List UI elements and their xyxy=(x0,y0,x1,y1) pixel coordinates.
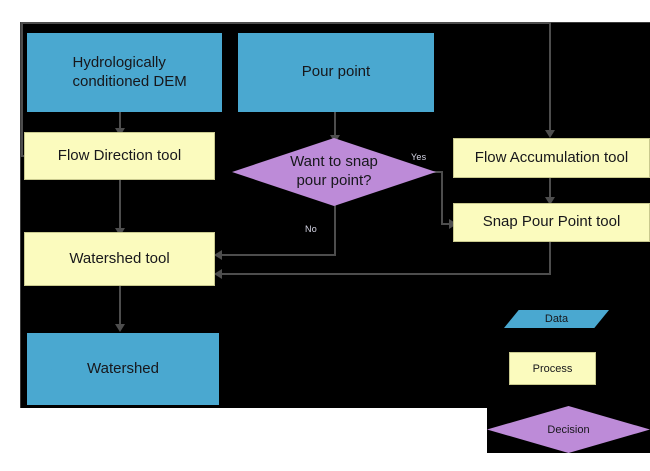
legend-label-decision: Decision xyxy=(547,423,590,436)
connector-dem-branch-vertical xyxy=(21,23,23,156)
legend-item-data: Data xyxy=(504,310,609,328)
legend-label-data: Data xyxy=(544,313,569,325)
connector-to-flow-accumulation-vertical xyxy=(549,22,551,132)
legend-label-process: Process xyxy=(532,362,573,375)
connector-snap-to-watershed-tool-vertical xyxy=(549,241,551,274)
node-flow-accumulation-tool[interactable]: Flow Accumulation tool xyxy=(453,138,650,178)
node-label: Want to snap pour point? xyxy=(290,153,378,189)
data-shape xyxy=(504,310,609,328)
node-watershed[interactable]: Watershed xyxy=(27,333,219,405)
connector-pour-point-to-decision xyxy=(334,112,336,139)
connector-yes-vertical xyxy=(441,171,443,224)
connector-dem-to-flow-direction xyxy=(119,112,121,132)
edge-label-no: No xyxy=(305,224,317,234)
connector-yes-into-snap xyxy=(441,223,451,225)
arrowhead-snap-into-watershed-tool xyxy=(214,269,222,279)
arrowhead-to-flow-accumulation xyxy=(545,130,555,138)
connector-flow-accumulation-to-snap xyxy=(549,177,551,201)
arrowhead-flow-accumulation-to-snap xyxy=(545,197,555,205)
arrowhead-no-into-watershed-tool xyxy=(214,250,222,260)
connector-snap-to-watershed-tool-horizontal xyxy=(222,273,551,275)
edge-label-yes: Yes xyxy=(411,152,427,162)
node-label: Snap Pour Point tool xyxy=(482,213,621,231)
node-label: Hydrologically conditioned DEM xyxy=(72,53,187,90)
legend-item-decision: Decision xyxy=(487,406,650,453)
connector-no-vertical xyxy=(334,205,336,255)
node-label: Watershed xyxy=(87,359,159,377)
connector-flow-direction-to-watershed-tool xyxy=(119,180,121,232)
node-label: Flow Direction tool xyxy=(57,146,182,164)
node-snap-pour-point-tool[interactable]: Snap Pour Point tool xyxy=(453,203,650,242)
connector-watershed-tool-to-watershed xyxy=(119,286,121,328)
legend-item-process: Process xyxy=(509,352,596,385)
node-want-to-snap-pour-point[interactable]: Want to snap pour point? xyxy=(232,138,436,206)
node-hydrologically-conditioned-dem[interactable]: Hydrologically conditioned DEM xyxy=(27,33,222,112)
node-flow-direction-tool[interactable]: Flow Direction tool xyxy=(24,132,215,180)
node-watershed-tool[interactable]: Watershed tool xyxy=(24,232,215,286)
node-label: Watershed tool xyxy=(69,249,170,267)
node-pour-point[interactable]: Pour point xyxy=(238,33,434,112)
arrowhead-watershed-tool-to-watershed xyxy=(115,324,125,332)
node-label: Pour point xyxy=(301,63,371,81)
connector-no-horizontal xyxy=(222,254,336,256)
connector-dem-branch-top xyxy=(21,22,551,24)
node-label: Flow Accumulation tool xyxy=(474,148,629,166)
